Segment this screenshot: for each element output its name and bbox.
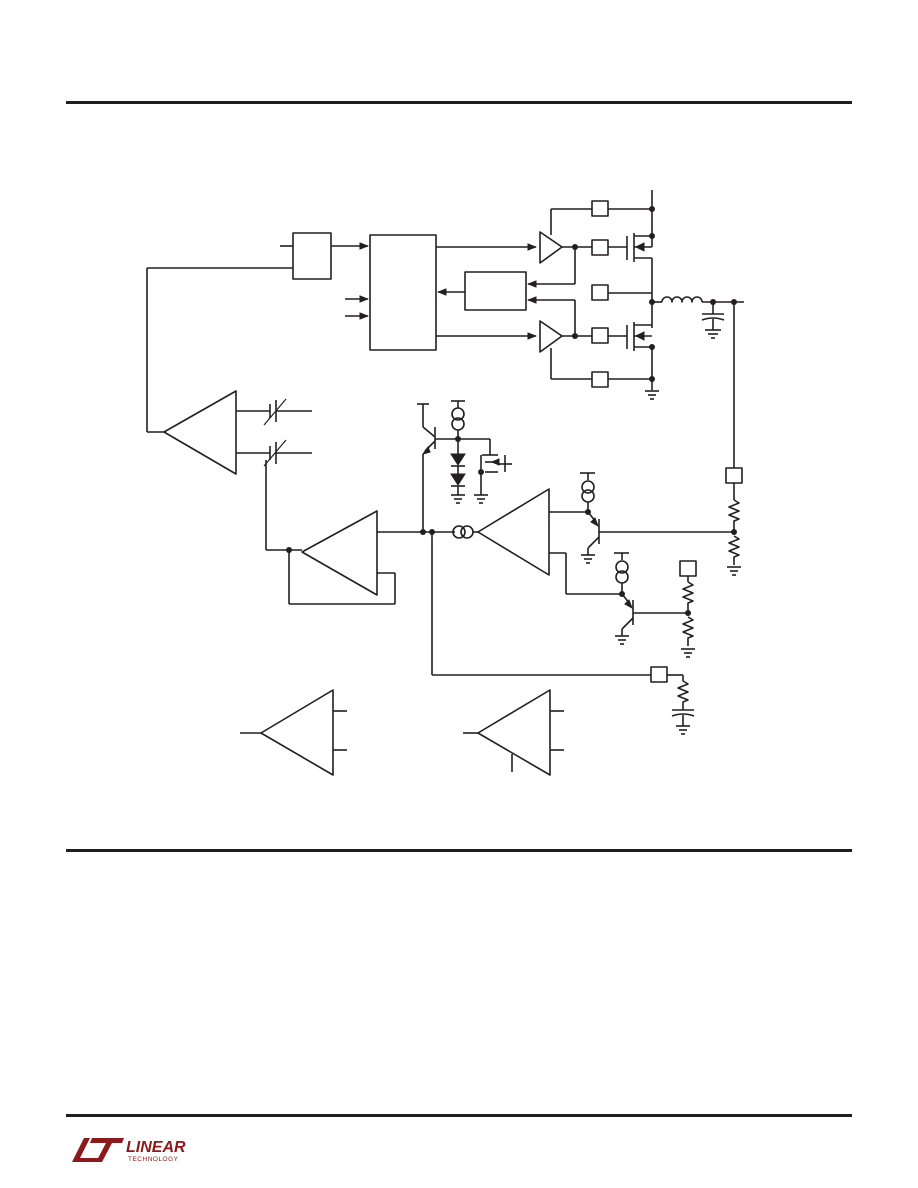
pwm-comparator xyxy=(146,267,293,475)
comparator-left xyxy=(240,689,347,776)
brand-name: LINEAR xyxy=(126,1139,186,1156)
comparator-right xyxy=(463,689,564,776)
ramp-sources xyxy=(263,398,312,551)
top-rule xyxy=(66,101,852,104)
sense-transistor-2 xyxy=(614,552,688,645)
bottom-rule xyxy=(66,1114,852,1117)
divider-2 xyxy=(679,560,697,658)
gm-amplifier xyxy=(452,488,622,595)
top-mosfet xyxy=(608,190,655,328)
gate-driver-bottom xyxy=(436,320,592,380)
oscillator-block xyxy=(280,232,332,280)
gate-driver-top xyxy=(436,208,592,264)
sense-transistor-1 xyxy=(580,472,734,564)
control-logic-block xyxy=(331,234,437,351)
shoot-through-block xyxy=(437,247,576,336)
brand-tagline: TECHNOLOGY xyxy=(128,1156,179,1163)
pin-boxes-right xyxy=(591,200,652,388)
compensation-network xyxy=(431,532,695,735)
output-stage xyxy=(649,296,744,576)
middle-rule xyxy=(66,849,852,852)
bottom-mosfet xyxy=(608,322,659,400)
lt-logo-icon: LINEAR TECHNOLOGY xyxy=(72,1138,186,1163)
clamp-circuit xyxy=(417,400,512,532)
error-amplifier xyxy=(286,510,455,605)
